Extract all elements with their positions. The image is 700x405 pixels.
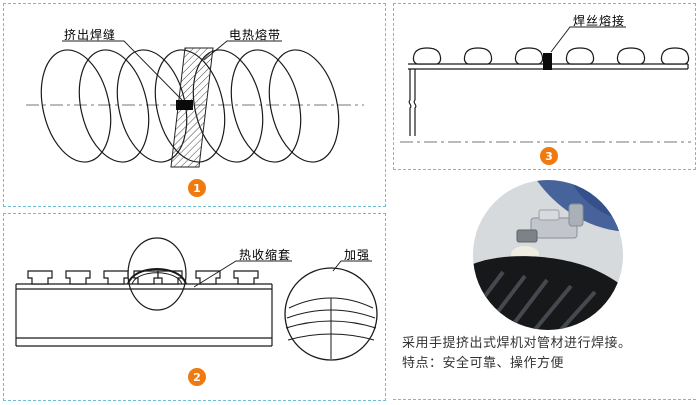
corrugated-pipe [473,256,623,330]
shrink-sleeve-cover [127,268,187,285]
wire-weld-diagram [400,26,691,143]
welding-photo [473,180,623,330]
weld-wire-bead [543,53,552,70]
panel-step-2: 热收缩套 加强 2 [3,213,386,401]
welding-photo-art [473,180,623,330]
step-1-badge: 1 [188,179,206,197]
spiral-coils [40,49,340,163]
label-fusion-belt: 电热熔带 [229,28,282,42]
label-wire-weld: 焊丝熔接 [573,14,626,28]
label-reinforce: 加强 [344,248,371,262]
spiral-pipe-diagram [26,40,364,168]
photo-caption: 采用手提挤出式焊机对管材进行焊接。 特点：安全可靠、操作方便 [402,334,696,374]
pipe-wall [15,283,273,347]
step-2-badge: 2 [188,368,206,386]
panel-step-1: 挤出焊缝 电热熔带 1 [3,3,386,207]
caption-line-2: 特点：安全可靠、操作方便 [402,356,565,371]
corrugation-domes [412,47,690,65]
pipe-wall [408,63,689,136]
panel-step-3: 焊丝熔接 3 [393,3,696,170]
leader-reinforce [332,260,372,272]
step-3-number: 3 [545,149,553,163]
leader-shrink-sleeve [193,260,292,288]
corrugation-ribs [27,270,259,285]
step-1-number: 1 [193,181,201,195]
label-shrink-sleeve: 热收缩套 [239,248,292,262]
caption-line-1: 采用手提挤出式焊机对管材进行焊接。 [402,336,632,351]
shrink-sleeve-diagram [15,237,378,361]
bottom-dashed-divider [393,399,696,400]
shrink-sleeve-inner [131,272,183,285]
extrusion-welder-gun [516,203,584,243]
label-extruded-weld: 挤出焊缝 [64,28,117,42]
step-3-badge: 3 [540,147,558,165]
step-2-number: 2 [193,370,201,384]
leader-extruded-weld [62,40,183,101]
leader-fusion-belt [203,40,282,61]
magnified-layers [285,297,377,359]
extruded-weld-seam [176,100,193,110]
leader-wire-weld [550,26,626,53]
joint-highlight-ellipse [127,237,187,311]
